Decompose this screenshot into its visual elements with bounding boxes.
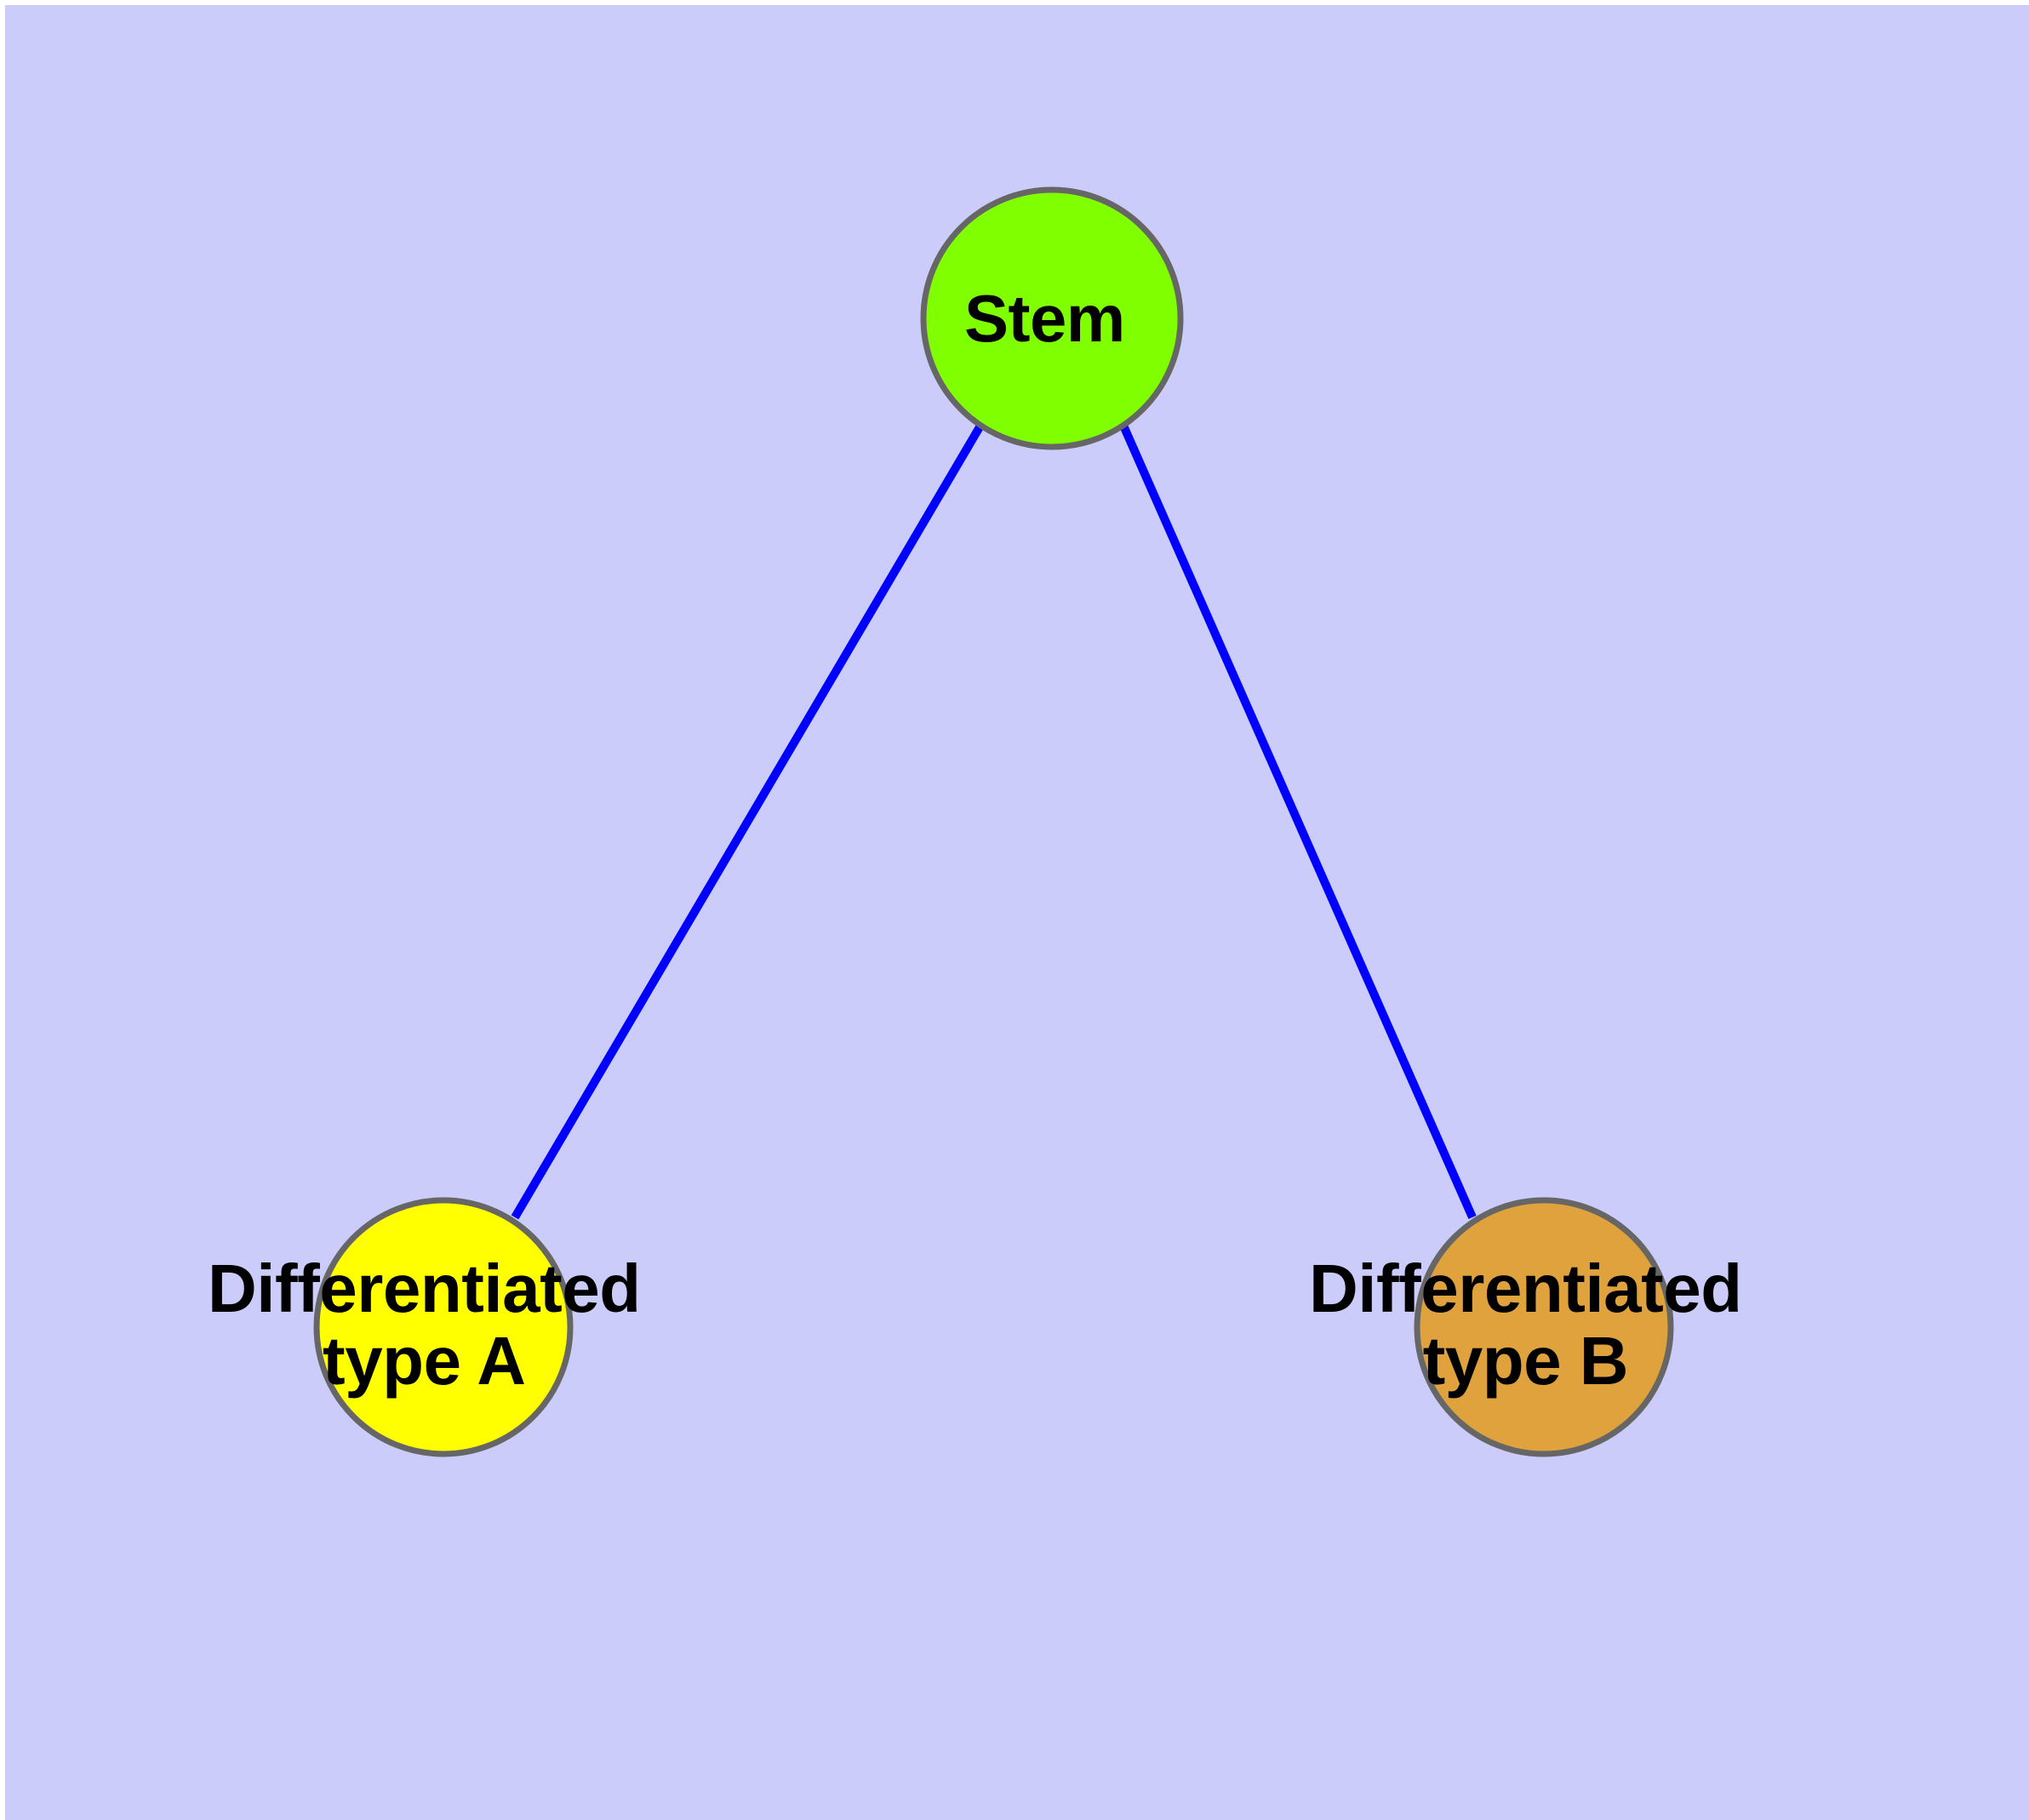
node-layer <box>313 186 1674 1457</box>
node-differentiated-type-a[interactable] <box>313 1197 574 1457</box>
edge-layer <box>511 423 1477 1220</box>
edge-stem-to-differentiated-type-b[interactable] <box>1119 423 1477 1220</box>
node-differentiated-type-b[interactable] <box>1414 1197 1674 1457</box>
edge-stem-to-differentiated-type-a[interactable] <box>511 423 985 1220</box>
node-stem[interactable] <box>920 186 1184 450</box>
